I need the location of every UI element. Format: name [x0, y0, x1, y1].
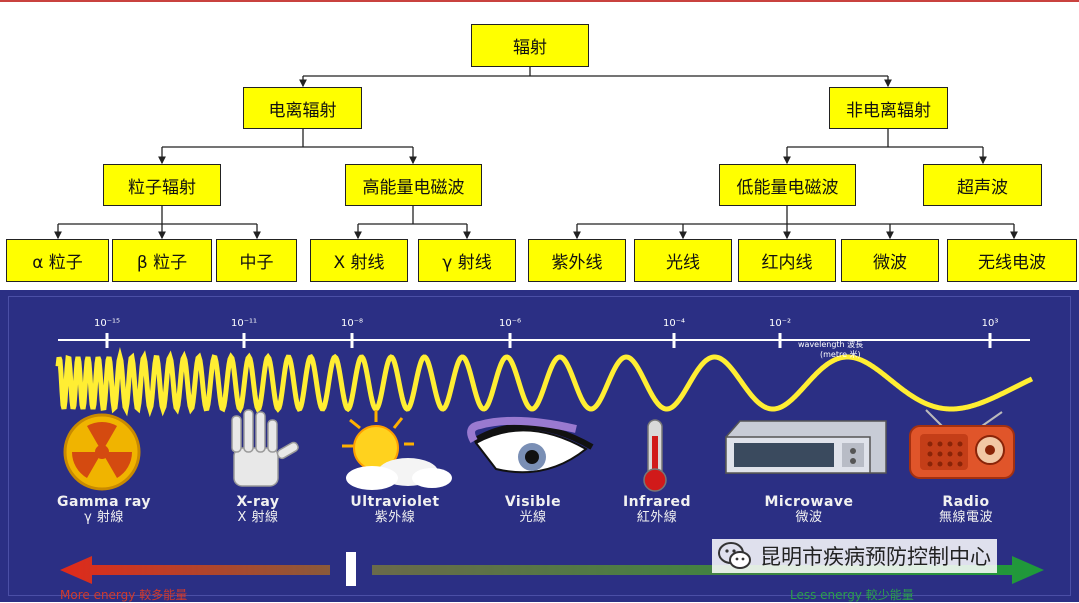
more-energy-label: More energy 較多能量	[60, 588, 188, 602]
band-name-en: Gamma ray	[57, 494, 151, 510]
more-energy-arrow	[60, 556, 330, 584]
node-ultrasound: 超声波	[923, 164, 1042, 206]
wavelength-unit: (metre 米)	[820, 350, 861, 359]
wechat-icon	[718, 542, 751, 569]
tick-label: 10⁻⁶	[498, 318, 522, 329]
node-low-energy-em: 低能量电磁波	[719, 164, 856, 206]
band-label-radio: Radio 無線電波	[939, 494, 993, 526]
leaf-ultraviolet: 紫外线	[528, 239, 626, 282]
band-name-zh: 紅外線	[636, 510, 678, 525]
watermark-text: 昆明市疾病预防控制中心	[760, 545, 991, 569]
band-name-zh: γ 射線	[84, 510, 124, 525]
hand-xray-icon	[231, 409, 299, 487]
leaf-microwave: 微波	[841, 239, 939, 282]
leaf-alpha: α 粒子	[6, 239, 109, 282]
leaf-beta: β 粒子	[112, 239, 212, 282]
band-name-en: X-ray	[236, 494, 280, 510]
thermometer-icon	[643, 419, 667, 492]
spectrum-frame	[8, 296, 1071, 596]
less-energy-arrow	[372, 556, 1044, 584]
node-ionizing: 电离辐射	[243, 87, 362, 129]
band-name-en: Radio	[942, 494, 990, 510]
tick-label: 10⁻⁸	[340, 318, 364, 329]
tick-label: 10⁻²	[768, 318, 792, 329]
band-label-ultraviolet: Ultraviolet 紫外線	[350, 494, 439, 526]
leaf-visible-light: 光线	[634, 239, 732, 282]
band-label-xray: X-ray X 射線	[236, 494, 279, 526]
tick-label: 10⁻¹⁵	[93, 318, 121, 329]
band-name-zh: 微波	[795, 510, 823, 525]
band-name-en: Visible	[504, 494, 562, 510]
node-non-ionizing: 非电离辐射	[829, 87, 948, 129]
leaf-infrared: 红内线	[738, 239, 836, 282]
node-high-energy-em: 高能量电磁波	[345, 164, 482, 206]
node-root: 辐射	[471, 24, 589, 67]
band-label-visible: Visible 光線	[505, 494, 561, 526]
less-energy-label: Less energy 較少能量	[790, 588, 914, 602]
band-name-en: Infrared	[622, 494, 692, 510]
radio-icon	[909, 409, 1015, 479]
leaf-gamma: γ 射线	[418, 239, 516, 282]
tick-label: 10⁻⁴	[662, 318, 686, 329]
wechat-watermark: 昆明市疾病预防控制中心	[712, 539, 997, 573]
sun-cloud-icon	[342, 410, 452, 490]
radiation-icon	[63, 413, 141, 491]
leaf-neutron: 中子	[216, 239, 297, 282]
band-label-infrared: Infrared 紅外線	[623, 494, 691, 526]
microwave-icon	[725, 420, 887, 474]
band-name-zh: 無線電波	[938, 510, 994, 525]
band-name-en: Microwave	[764, 494, 854, 510]
band-label-microwave: Microwave 微波	[764, 494, 853, 526]
top-border	[0, 0, 1079, 2]
band-name-zh: 紫外線	[374, 510, 416, 525]
tick-label: 10⁻¹¹	[230, 318, 258, 329]
leaf-x-ray: X 射线	[310, 239, 408, 282]
band-name-zh: X 射線	[237, 510, 279, 525]
wavelength-label: wavelength 波長	[798, 340, 864, 349]
band-name-en: Ultraviolet	[350, 494, 440, 510]
tree-connectors	[54, 67, 1018, 240]
em-wave	[55, 347, 1034, 418]
eye-icon	[467, 416, 594, 474]
band-label-gamma: Gamma ray γ 射線	[57, 494, 151, 526]
energy-divider	[346, 552, 356, 586]
band-name-zh: 光線	[519, 510, 547, 525]
wavelength-caption: wavelength 波長 (metre 米)	[798, 340, 863, 360]
node-particle-radiation: 粒子辐射	[103, 164, 221, 206]
tick-label: 10³	[981, 318, 999, 329]
leaf-radio: 无线电波	[947, 239, 1077, 282]
